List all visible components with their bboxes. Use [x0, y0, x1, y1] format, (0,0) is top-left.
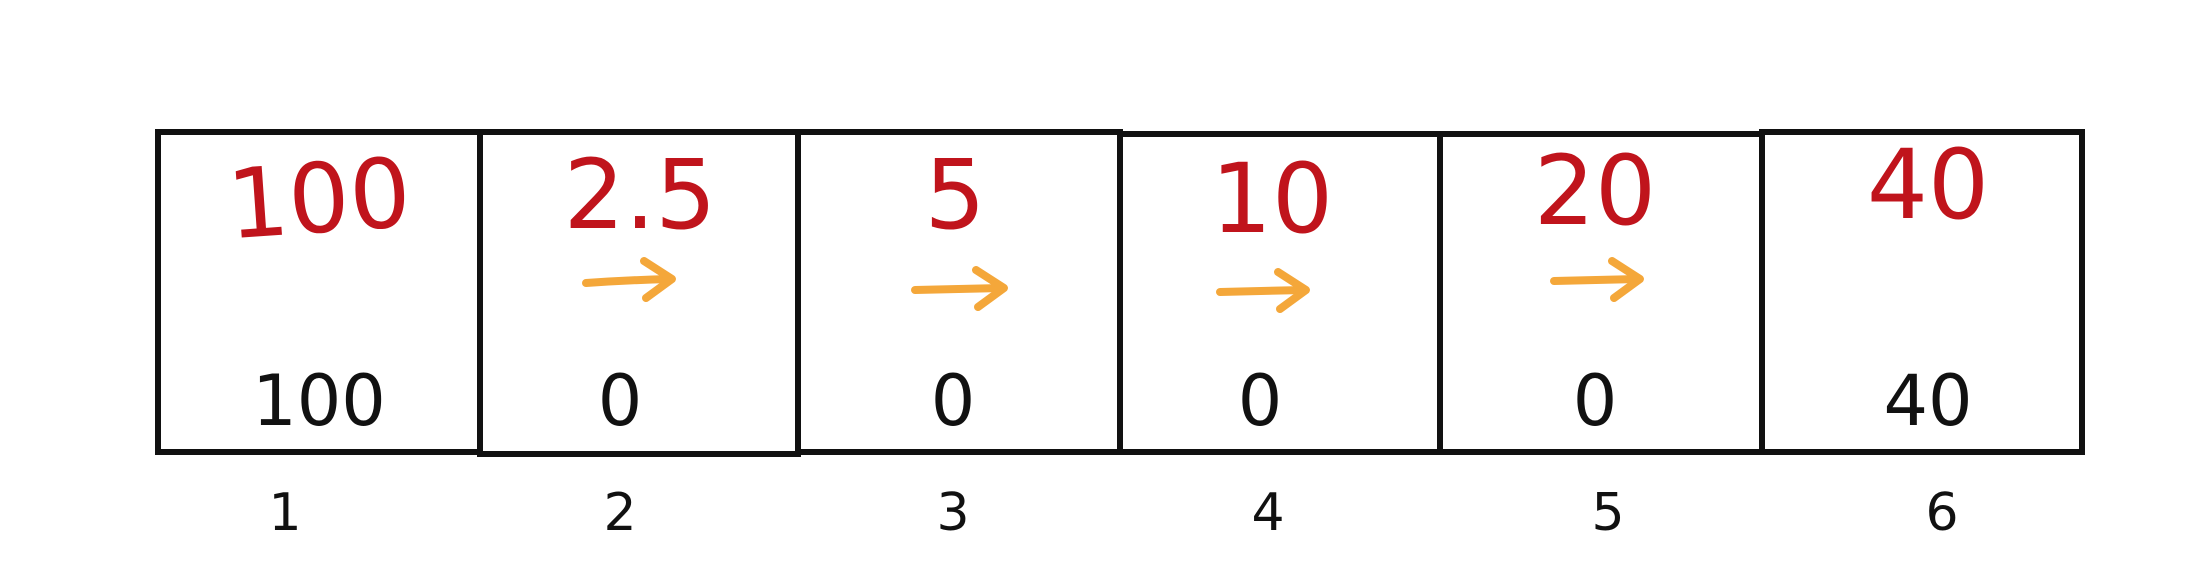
- index-label: 4: [1251, 483, 1284, 543]
- handwritten-value: 40: [1867, 129, 1989, 241]
- array-cell-1: 100 100 1: [155, 129, 483, 543]
- cell-value: 0: [931, 360, 976, 442]
- cell-value: 0: [598, 360, 643, 442]
- index-label: 1: [268, 483, 301, 543]
- cell-box: [477, 129, 801, 457]
- cell-box: [1437, 131, 1765, 455]
- arrow-right-icon: [1216, 268, 1310, 313]
- array-cell-5: 20 0 5: [1437, 131, 1765, 543]
- cell-value: 40: [1883, 360, 1972, 442]
- array-cell-2: 2.5 0 2: [477, 129, 801, 543]
- cell-box: [1759, 129, 2085, 455]
- arrow-right-icon: [911, 266, 1008, 311]
- array-cell-6: 40 40 6: [1759, 129, 2085, 543]
- array-cell-4: 10 0 4: [1117, 131, 1443, 543]
- cell-box: [155, 129, 483, 455]
- array-cell-3: 5 0 3: [795, 129, 1123, 543]
- cell-value: 100: [252, 360, 386, 442]
- handwritten-value: 2.5: [564, 139, 717, 251]
- arrow-right-icon: [1550, 257, 1644, 302]
- handwritten-value: 100: [224, 137, 415, 262]
- cell-value: 0: [1573, 360, 1618, 442]
- arrow-right-icon: [582, 257, 676, 302]
- index-label: 6: [1925, 483, 1958, 543]
- handwritten-value: 20: [1534, 135, 1656, 247]
- index-label: 3: [936, 483, 969, 543]
- handwritten-value: 5: [924, 139, 985, 251]
- index-label: 5: [1591, 483, 1624, 543]
- index-label: 2: [603, 483, 636, 543]
- handwritten-value: 10: [1211, 143, 1333, 255]
- cell-value: 0: [1238, 360, 1283, 442]
